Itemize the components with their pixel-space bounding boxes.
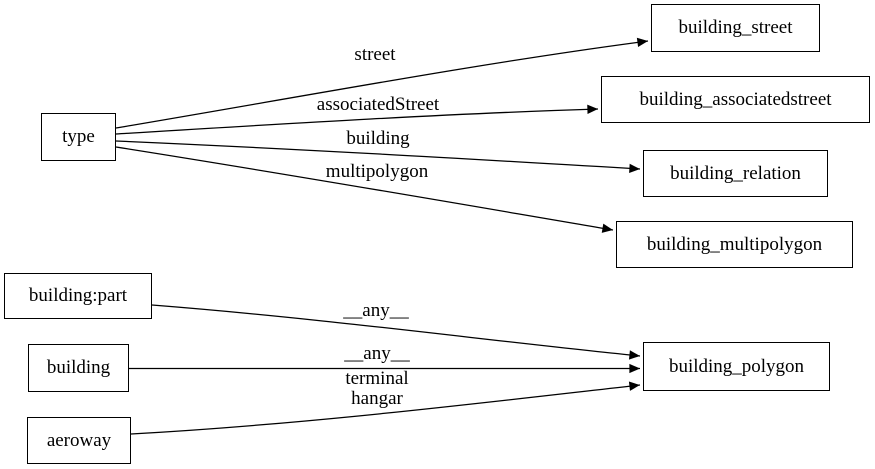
node-building-associatedstreet: building_associatedstreet: [601, 76, 870, 123]
edge-label-associatedstreet: associatedStreet: [316, 94, 440, 115]
edge-label-hangar: hangar: [351, 388, 403, 409]
node-building-multipolygon: building_multipolygon: [616, 221, 853, 268]
edge-label-building: building: [346, 128, 410, 149]
edge-label-terminal: terminal: [345, 368, 409, 389]
edge-label-street: street: [354, 44, 396, 65]
edge-label-any-buildingpart: __any__: [343, 300, 409, 321]
edge-type-building-associatedstreet: [115, 104, 599, 135]
node-aeroway: aeroway: [27, 417, 131, 464]
node-building-polygon: building_polygon: [643, 342, 830, 391]
node-type: type: [41, 113, 116, 161]
edge-label-multipolygon: multipolygon: [325, 161, 429, 182]
edge-type-building-street: [115, 37, 649, 129]
edge-label-terminal-hangar: terminal hangar: [345, 369, 408, 409]
node-building-relation: building_relation: [643, 150, 828, 197]
edge-label-any-building: __any__: [344, 343, 410, 364]
node-building-part: building:part: [4, 273, 152, 319]
edge-buildingpart-building-polygon: [151, 304, 641, 360]
edge-type-building-multipolygon: [115, 146, 614, 233]
edge-type-building-relation: [115, 140, 641, 174]
node-building: building: [28, 344, 129, 392]
node-building-street: building_street: [651, 4, 820, 52]
edge-aeroway-building-polygon: [130, 381, 641, 435]
